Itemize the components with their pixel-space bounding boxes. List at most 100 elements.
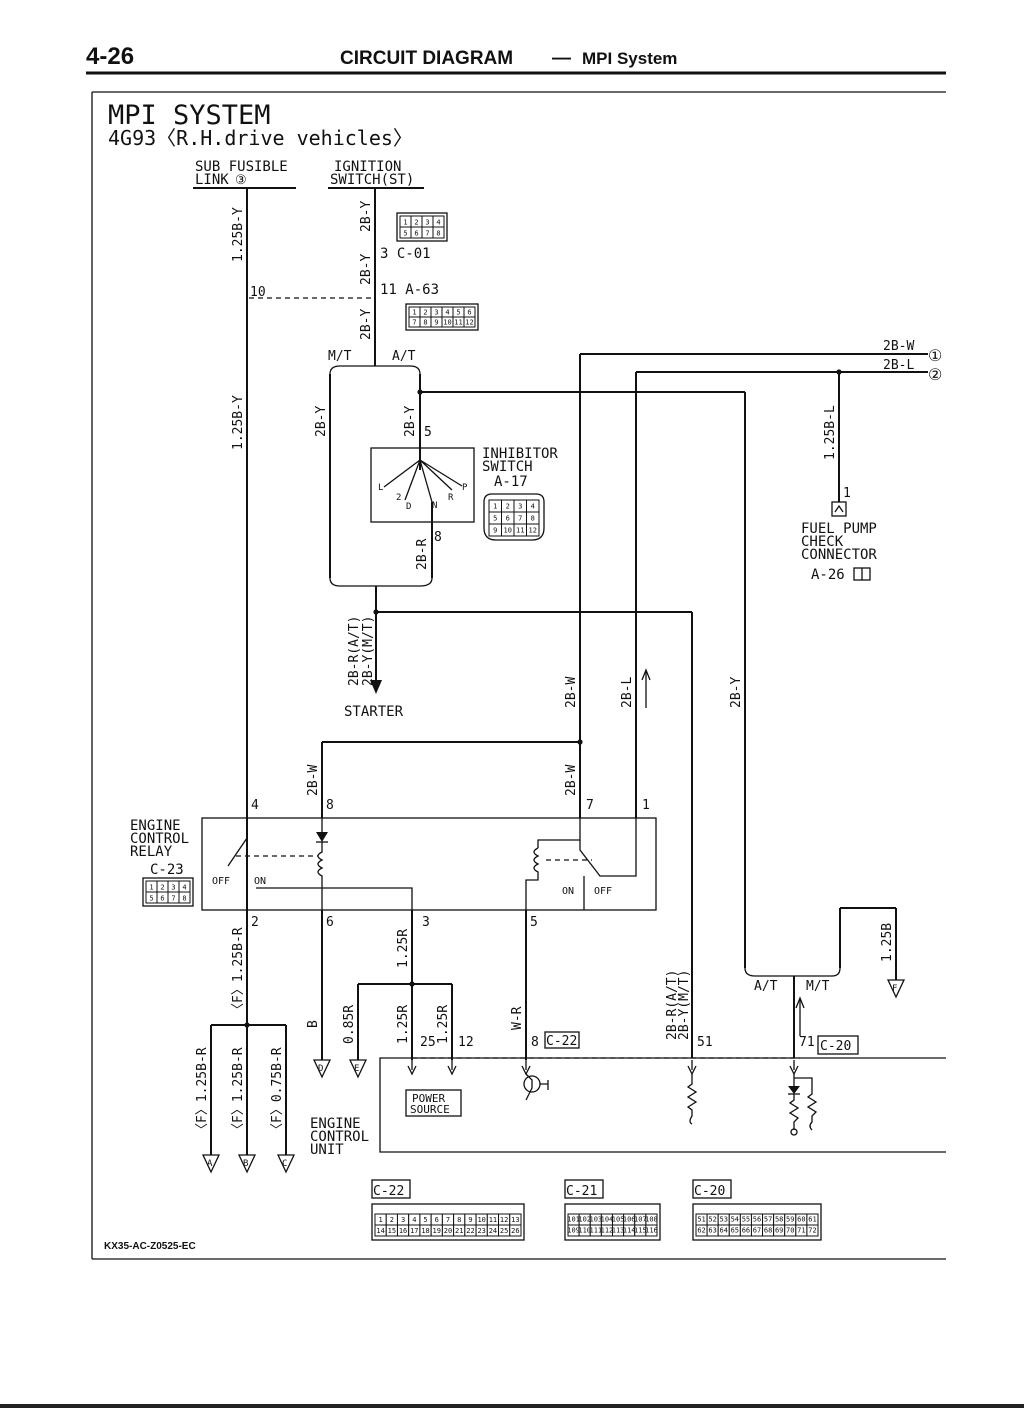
connector-c21-tag-label: C-21: [566, 1184, 597, 1199]
connector-cell-number: 2: [506, 502, 510, 510]
connector-cell-number: 69: [775, 1227, 783, 1235]
relay-label-2: CONTROL: [130, 831, 189, 847]
ecu-resistor-51: [686, 1060, 698, 1125]
connector-cell-number: 17: [410, 1227, 418, 1235]
connector-cell-number: 7: [446, 1216, 450, 1224]
connector-cell-number: 59: [786, 1216, 794, 1224]
pin-5-relay: 5: [530, 915, 538, 930]
page-number: 4-26: [86, 43, 134, 70]
diagram-title: MPI SYSTEM: [108, 100, 271, 131]
pin-71: 71: [799, 1035, 815, 1050]
connector-cell-number: 1: [412, 308, 416, 316]
connector-cell-number: 107: [634, 1215, 647, 1223]
connector-cell-number: 58: [775, 1216, 783, 1224]
wire-label-29: 〈F〉1.25B-R: [231, 1047, 246, 1136]
fuel-pump-terminal: [831, 501, 847, 517]
ground-arrow-f: F: [886, 979, 906, 999]
connector-cell-number: 18: [421, 1227, 429, 1235]
connector-cell-number: 115: [634, 1226, 647, 1234]
wire-label-14: 2B-Y: [729, 677, 744, 708]
power-source-box: [405, 1089, 462, 1117]
ground-arrow-c: C: [276, 1154, 296, 1174]
relay-label-3: RELAY: [130, 844, 173, 860]
relay-left-on: ON: [254, 876, 266, 887]
wire-label-10: 2B-R(A/T): [347, 616, 362, 686]
svg-text:E: E: [354, 1064, 359, 1074]
ground-arrow-e: E: [348, 1059, 368, 1079]
connector-cell-number: 19: [433, 1227, 441, 1235]
pin-25: 25: [420, 1035, 436, 1050]
connector-cell-number: 26: [511, 1227, 519, 1235]
connector-c22-small-label: C-22: [546, 1034, 577, 1049]
pin-7: 7: [586, 798, 594, 813]
connector-cell-number: 67: [753, 1227, 761, 1235]
connector-cell-number: 1: [379, 1216, 383, 1224]
wire-label-2: 2B-Y: [359, 201, 374, 232]
connector-cell-number: 11: [516, 526, 524, 534]
wire-label-30: 〈F〉0.75B-R: [270, 1047, 285, 1136]
connector-cell-number: 6: [414, 229, 418, 237]
ground-arrow-b: B: [237, 1154, 257, 1174]
wire-label-20: 1.25R: [396, 929, 411, 968]
connector-cell-number: 3: [171, 883, 175, 891]
connector-cell-number: 54: [731, 1216, 739, 1224]
connector-cell-number: 1: [493, 502, 497, 510]
power-source-label-1: POWER: [412, 1092, 445, 1105]
svg-text:B: B: [243, 1159, 248, 1169]
split-bracket-right: [744, 967, 841, 977]
connector-a63-label: 11 A-63: [380, 282, 439, 298]
wire-label-4: 2B-Y: [359, 309, 374, 340]
connector-cell-number: 4: [182, 883, 186, 891]
fuel-pump-label-2: CHECK: [801, 534, 844, 550]
wire-label-6: 2B-Y: [314, 406, 329, 437]
connector-cell-number: 109: [567, 1226, 580, 1234]
pin-1-relay: 1: [642, 798, 650, 813]
fuel-pump-label-3: CONNECTOR: [801, 547, 877, 563]
inhibitor-label-a17: A-17: [494, 474, 528, 490]
connector-cell-number: 11: [454, 318, 462, 326]
connector-cell-number: 12: [465, 318, 473, 326]
svg-text:F: F: [892, 984, 897, 994]
connector-c20-tag-label: C-20: [694, 1184, 725, 1199]
connector-cell-number: 104: [601, 1215, 614, 1223]
connector-cell-number: 6: [467, 308, 471, 316]
wire-label-22: 1.25R: [396, 1005, 411, 1044]
inhibitor-pos-r: R: [448, 493, 454, 503]
wire-label-28: 〈F〉1.25B-R: [195, 1047, 210, 1136]
connector-c20-tag: [692, 1179, 732, 1199]
connector-cell-number: 61: [808, 1216, 816, 1224]
inhibitor-label-1: INHIBITOR: [482, 446, 558, 462]
connector-c20-small-label: C-20: [820, 1039, 851, 1054]
wire-label-19: B: [306, 1020, 321, 1028]
terminal-2: ②: [928, 365, 942, 384]
pin-5-inhibitor: 5: [424, 425, 432, 440]
connector-cell: [806, 1224, 819, 1237]
power-source-label-2: SOURCE: [410, 1103, 450, 1116]
connector-cell-number: 14: [376, 1227, 384, 1235]
ecu-label-1: ENGINE: [310, 1116, 361, 1132]
inhibitor-pos-2: 2: [396, 493, 401, 503]
relay-right-on: ON: [562, 886, 574, 897]
pin-6: 6: [326, 915, 334, 930]
wire-label-9: 1.25B-L: [823, 405, 838, 460]
starter-arrow: [370, 680, 382, 694]
connector-cell-number: 4: [436, 218, 440, 226]
connector-cell: [509, 1224, 522, 1237]
connector-cell-number: 10: [443, 318, 451, 326]
wire-label-11: 2B-Y(M/T): [361, 616, 376, 686]
relay-right-switch: [579, 818, 637, 877]
connector-cell-number: 4: [531, 502, 535, 510]
split-bracket-bottom: [329, 577, 433, 587]
wire-label-16: 2B-W: [564, 765, 579, 796]
connector-cell-number: 55: [742, 1216, 750, 1224]
connector-c22-tag-label: C-22: [373, 1184, 404, 1199]
fusible-link-number: ③: [235, 173, 247, 188]
connector-cell: [178, 891, 191, 904]
connector-cell-number: 2: [390, 1216, 394, 1224]
connector-cell-number: 9: [468, 1216, 472, 1224]
connector-cell-number: 7: [518, 514, 522, 522]
connector-cell-number: 105: [612, 1215, 625, 1223]
